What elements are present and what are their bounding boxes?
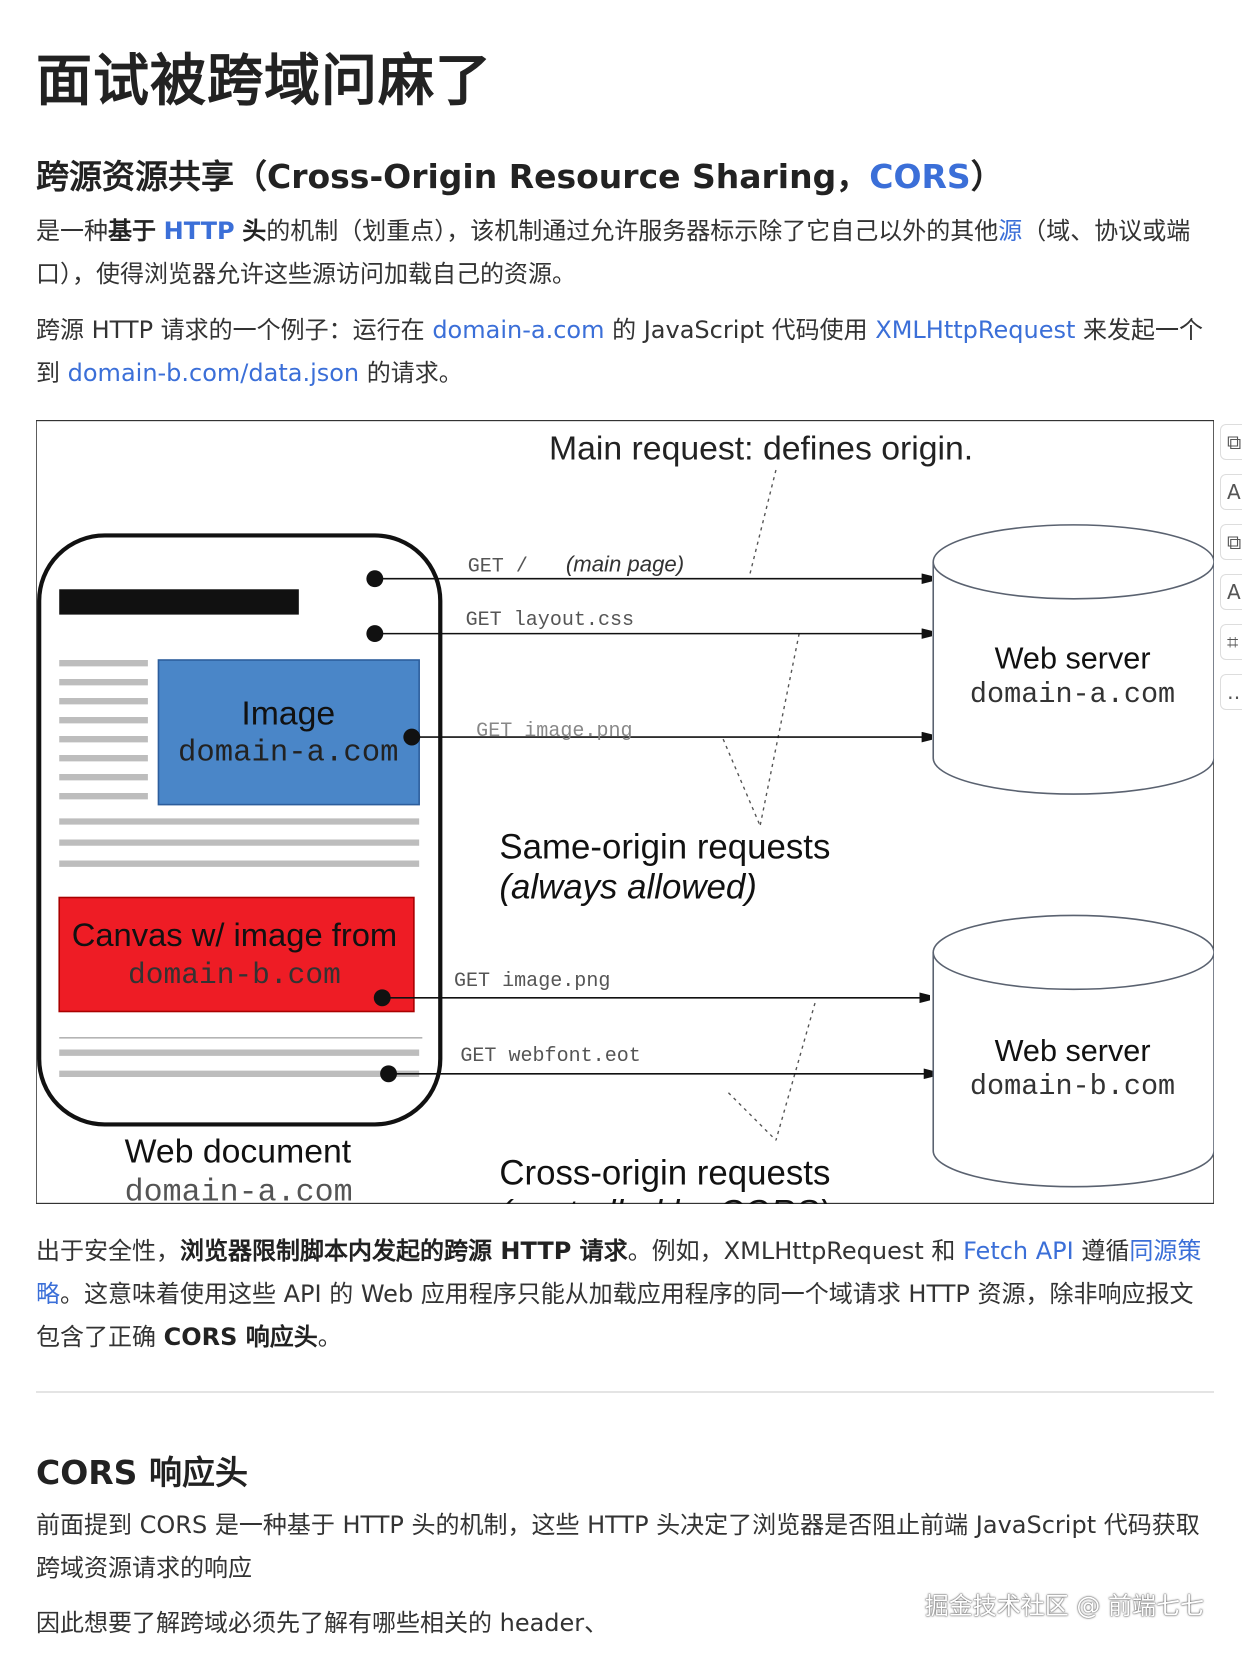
same-origin-note: (always allowed)	[499, 868, 756, 907]
req-webfont-label: GET webfont.eot	[460, 1045, 640, 1068]
text: 跨源 HTTP 请求的一个例子：运行在	[36, 316, 433, 344]
text-lines	[59, 660, 420, 1077]
text: 。这意味着使用这些 API 的 Web 应用程序只能从加载应用程序的同一个域请求…	[36, 1280, 1194, 1351]
more-icon[interactable]: …	[1220, 674, 1242, 710]
text: 出于安全性，	[36, 1237, 180, 1265]
cross-origin-label: Cross-origin requests	[499, 1154, 830, 1193]
canvas-domain: domain-b.com	[128, 958, 341, 992]
section-heading-cors: 跨源资源共享（Cross-Origin Resource Sharing，COR…	[36, 150, 1004, 198]
server-b	[932, 914, 1214, 1188]
paragraph-headers-intro: 因此想要了解跨域必须先了解有哪些相关的 header、	[36, 1609, 609, 1637]
req-layout-label: GET layout.css	[466, 609, 634, 632]
heading-text: 跨源资源共享（Cross-Origin Resource Sharing，	[36, 157, 870, 196]
header-bar	[59, 589, 299, 615]
req-main-label: GET /	[468, 555, 528, 578]
divider	[36, 1391, 1214, 1393]
cors-link[interactable]: CORS	[869, 157, 971, 196]
server-a-label: Web server	[995, 641, 1151, 675]
req-image-a-label: GET image.png	[476, 720, 632, 743]
page-title: 面试被跨域问麻了	[36, 49, 492, 114]
text: 。	[317, 1323, 342, 1351]
req-image-b-label: GET image.png	[454, 970, 610, 993]
main-request-caption: Main request: defines origin.	[549, 429, 973, 467]
heading-suffix: ）	[970, 157, 1004, 196]
request-arrows	[374, 579, 933, 1074]
server-b-domain: domain-b.com	[970, 1070, 1175, 1103]
request-origins	[366, 570, 421, 1083]
image-domain: domain-a.com	[178, 736, 398, 770]
text: 是一种	[36, 217, 108, 245]
paragraph-intro: 是一种基于 HTTP 头的机制（划重点），该机制通过允许服务器标示除了它自己以外…	[36, 210, 1216, 296]
canvas-label: Canvas w/ image from	[72, 916, 397, 953]
xmlhttprequest-link[interactable]: XMLHttpRequest	[875, 316, 1076, 344]
image-ocr-icon[interactable]: ⧉	[1220, 424, 1242, 460]
image-box	[157, 659, 420, 806]
image-label: Image	[241, 694, 335, 732]
web-document-frame	[37, 533, 443, 1127]
paragraph-security: 出于安全性，浏览器限制脚本内发起的跨源 HTTP 请求。例如，XMLHttpRe…	[36, 1230, 1216, 1359]
text: 来发起一个到	[36, 316, 1204, 387]
watermark: 掘金技术社区 @ 前端七七	[924, 1592, 1204, 1620]
domain-a-link[interactable]: domain-a.com	[432, 316, 605, 344]
text-icon[interactable]: A	[1220, 574, 1242, 610]
bold-text: 头	[242, 217, 267, 245]
web-document-domain: domain-a.com	[125, 1174, 353, 1204]
text: 。例如，XMLHttpRequest 和	[627, 1237, 964, 1265]
side-toolbar: ⧉ A ⧉ A ⌗ …	[1220, 424, 1242, 724]
origin-link[interactable]: 源	[998, 217, 1023, 245]
bold-text: CORS 响应头	[163, 1323, 318, 1351]
callout-lines	[722, 469, 816, 1141]
image-ocr-icon[interactable]: ⧉	[1220, 524, 1242, 560]
server-b-label: Web server	[995, 1034, 1151, 1068]
cors-diagram: Main request: defines origin. Image doma…	[36, 420, 1214, 1204]
same-origin-label: Same-origin requests	[499, 827, 830, 866]
req-main-note: (main page)	[566, 551, 684, 576]
fetch-api-link[interactable]: Fetch API	[963, 1237, 1074, 1265]
text: （域、协议或端口），使得浏览器允许这些源访问加载自己的资源。	[36, 217, 1191, 288]
paragraph-example: 跨源 HTTP 请求的一个例子：运行在 domain-a.com 的 JavaS…	[36, 309, 1216, 395]
text: 的请求。	[359, 359, 463, 387]
section-heading-cors-headers: CORS 响应头	[36, 1453, 248, 1492]
same-origin-policy-link[interactable]: 同源策略	[36, 1237, 1202, 1308]
scan-icon[interactable]: ⌗	[1220, 624, 1242, 660]
web-document-label: Web document	[125, 1132, 352, 1170]
bold-text: 基于	[108, 217, 156, 245]
canvas-box	[58, 896, 415, 1013]
text: 的机制（划重点），该机制通过允许服务器标示除了它自己以外的其他	[266, 217, 999, 245]
cross-origin-note: (controlled by CORS)	[499, 1194, 830, 1204]
bold-text: 浏览器限制脚本内发起的跨源 HTTP 请求	[180, 1237, 628, 1265]
server-a	[932, 524, 1214, 795]
text: 的 JavaScript 代码使用	[604, 316, 876, 344]
text-icon[interactable]: A	[1220, 474, 1242, 510]
domain-b-link[interactable]: domain-b.com/data.json	[67, 359, 360, 387]
text: 遵循	[1073, 1237, 1130, 1265]
server-a-domain: domain-a.com	[970, 678, 1175, 711]
paragraph-cors-headers: 前面提到 CORS 是一种基于 HTTP 头的机制，这些 HTTP 头决定了浏览…	[36, 1511, 1200, 1582]
http-link[interactable]: HTTP	[163, 217, 235, 245]
